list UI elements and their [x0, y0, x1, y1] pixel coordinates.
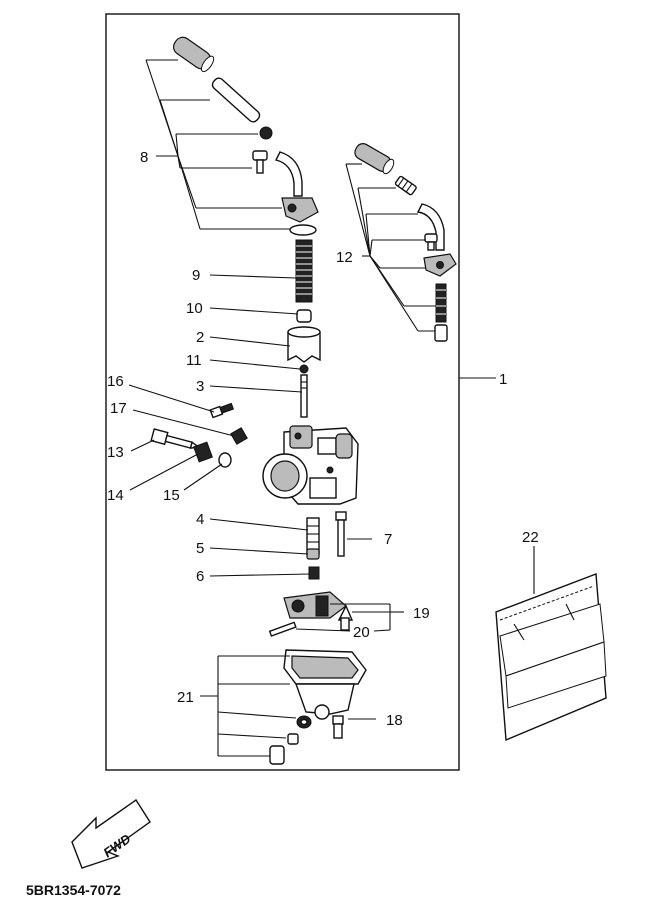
central-stack-parts [287, 239, 321, 418]
assembly-frame [105, 13, 460, 771]
callout-5: 5 [196, 540, 204, 557]
fwd-arrow-icon: FWD [71, 799, 151, 869]
diagram-code: 5BR1354-7072 [26, 882, 121, 898]
callout-16: 16 [107, 373, 124, 390]
callout-labels: 1 2 3 4 5 6 7 8 9 10 11 12 13 14 15 16 1… [107, 149, 539, 729]
callout-1: 1 [499, 371, 507, 388]
manual-document [495, 573, 607, 742]
side-screw-parts [150, 402, 248, 468]
callout-leaders [128, 274, 535, 720]
callout-15: 15 [163, 487, 180, 504]
callout-10: 10 [186, 300, 203, 317]
callout-17: 17 [110, 400, 127, 417]
group-8-leaders [145, 59, 290, 230]
group-8-parts [172, 36, 319, 236]
callout-21: 21 [177, 689, 194, 706]
group-12-parts [354, 143, 457, 342]
callout-18: 18 [386, 712, 403, 729]
jet-parts [306, 511, 347, 580]
callout-9: 9 [192, 267, 200, 284]
group-21-leaders [200, 655, 297, 757]
callout-14: 14 [107, 487, 124, 504]
callout-6: 6 [196, 568, 204, 585]
float-parts [268, 591, 354, 637]
callout-11: 11 [186, 352, 202, 369]
callout-8: 8 [140, 149, 148, 166]
callout-4: 4 [196, 511, 204, 528]
callout-13: 13 [107, 444, 124, 461]
callout-22: 22 [522, 529, 539, 546]
callout-20: 20 [353, 624, 370, 641]
callout-12: 12 [336, 249, 353, 266]
carburetor-body [262, 425, 359, 505]
float-bowl-parts [269, 649, 367, 765]
callout-3: 3 [196, 378, 204, 395]
group-12-leaders [345, 163, 436, 332]
callout-19: 19 [413, 605, 430, 622]
callout-7: 7 [384, 531, 392, 548]
callout-2: 2 [196, 329, 204, 346]
